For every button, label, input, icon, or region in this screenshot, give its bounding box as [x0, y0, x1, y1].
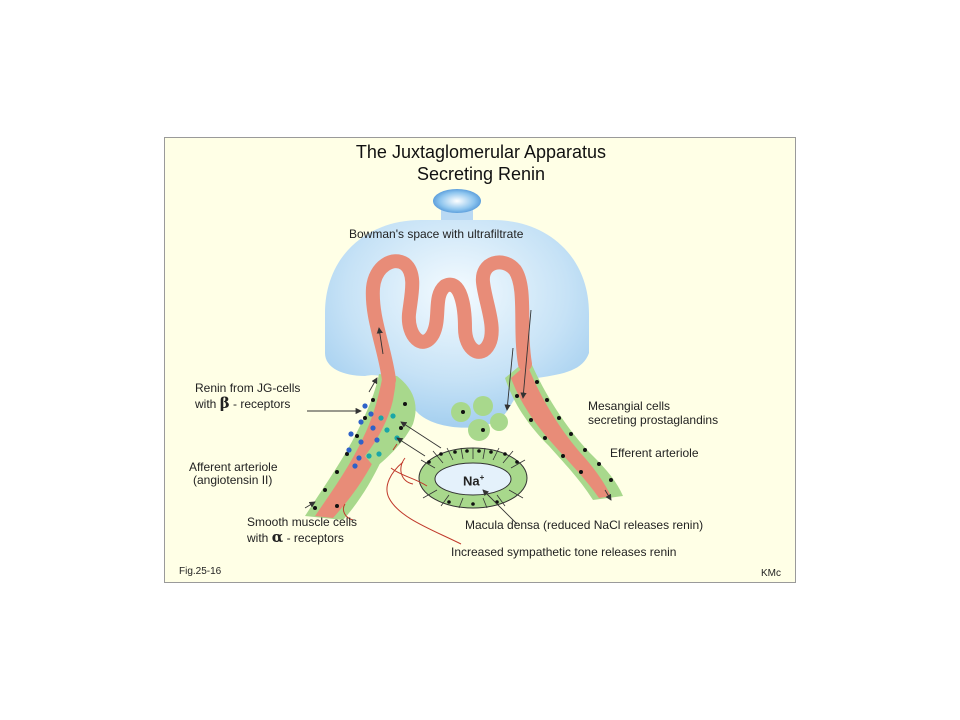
figure-title-line2: Secreting Renin	[416, 164, 546, 184]
label-bowman-space: Bowman's space with ultrafiltrate	[349, 227, 524, 241]
label-smooth-muscle: Smooth muscle cells	[247, 515, 358, 529]
figure-panel: The Juxtaglomerular Apparatus Secreting …	[164, 137, 796, 583]
sodium-symbol: Na	[463, 473, 480, 489]
beta-symbol: β	[219, 394, 230, 412]
tubule-lumen-cap	[433, 189, 481, 213]
label-sodium: Na+	[463, 471, 484, 487]
label-macula-densa: Macula densa (reduced NaCl releases reni…	[465, 518, 704, 532]
author-initials: KMc	[761, 568, 781, 579]
flow-arrows	[368, 309, 612, 501]
label-beta-receptors: - receptors	[233, 397, 291, 411]
juxtaglomerular-diagram	[304, 189, 623, 545]
figure-number: Fig.25-16	[179, 566, 222, 577]
label-alpha-receptor-text: - receptors	[286, 531, 344, 545]
sodium-charge: +	[479, 473, 485, 482]
macula-densa	[418, 447, 528, 509]
label-afferent-arteriole: Afferent arteriole	[189, 460, 278, 474]
label-alpha-receptors: with α - receptors	[247, 528, 344, 546]
mesangial-cells	[451, 396, 508, 441]
label-renin-receptors: with β - receptors	[195, 394, 291, 412]
jg-cell-granules	[346, 403, 400, 469]
afferent-arteriole	[305, 374, 416, 520]
label-sympathetic-tone: Increased sympathetic tone releases reni…	[451, 545, 677, 559]
sympathetic-nerve	[342, 443, 462, 545]
label-angiotensin: (angiotensin II)	[193, 473, 273, 487]
figure-title-line1: The Juxtaglomerular Apparatus	[355, 142, 607, 162]
alpha-symbol: α	[271, 528, 284, 546]
glomerular-capillary-loops	[365, 254, 532, 387]
label-smooth-with: with	[247, 531, 269, 545]
label-renin-with: with	[195, 397, 217, 411]
efferent-arteriole	[505, 358, 623, 500]
label-efferent-arteriole: Efferent arteriole	[610, 446, 699, 460]
label-renin-jg-cells: Renin from JG-cells	[195, 381, 301, 395]
leader-lines	[304, 407, 518, 525]
label-prostaglandins: secreting prostaglandins	[588, 413, 719, 427]
label-mesangial-cells: Mesangial cells	[588, 399, 671, 413]
